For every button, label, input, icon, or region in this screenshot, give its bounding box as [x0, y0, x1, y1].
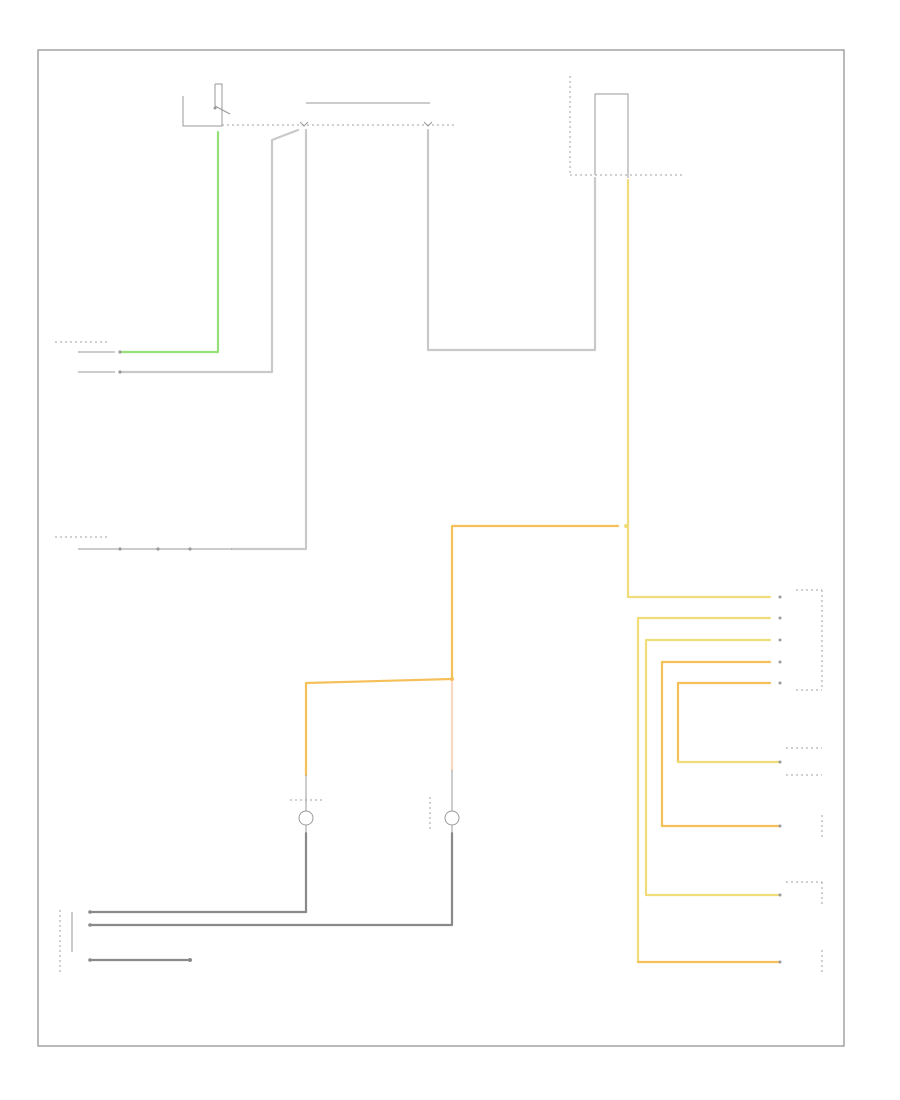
- gray-wire-right: [88, 831, 454, 927]
- gray-wire-left: [88, 831, 308, 914]
- top-connector-ticks: [299, 121, 433, 127]
- branch-d: [676, 681, 772, 764]
- transmission-sensor: [55, 341, 122, 374]
- white-wire-control: [230, 128, 308, 551]
- yellow-lower-feed: [626, 526, 772, 599]
- right-connector-e: [778, 950, 823, 972]
- right-connector-d: [778, 881, 823, 905]
- right-connector-c: [778, 815, 823, 838]
- transmission-control: [55, 536, 232, 551]
- ground-point: [188, 958, 192, 962]
- right-reverse-lamp: [429, 770, 460, 833]
- left-reverse-lamp: [290, 775, 322, 833]
- splice-main: [624, 524, 628, 528]
- branch-a: [636, 616, 772, 964]
- green-wire: [120, 130, 220, 354]
- branch-c: [660, 660, 772, 828]
- orange-left-lamp-wire: [304, 532, 454, 777]
- white-wire-loop: [426, 128, 597, 352]
- right-connector-b: [778, 747, 822, 776]
- power-dist-box: [569, 76, 685, 178]
- branch-b: [644, 638, 772, 897]
- white-wire-sensor: [120, 128, 300, 374]
- ground-block: [59, 910, 92, 975]
- splice-lamps: [450, 677, 454, 681]
- top-fuse-switch: [182, 83, 231, 127]
- diagram-frame: [37, 49, 845, 1047]
- right-connector-a: [778, 589, 823, 691]
- orange-splice-wire: [450, 524, 620, 536]
